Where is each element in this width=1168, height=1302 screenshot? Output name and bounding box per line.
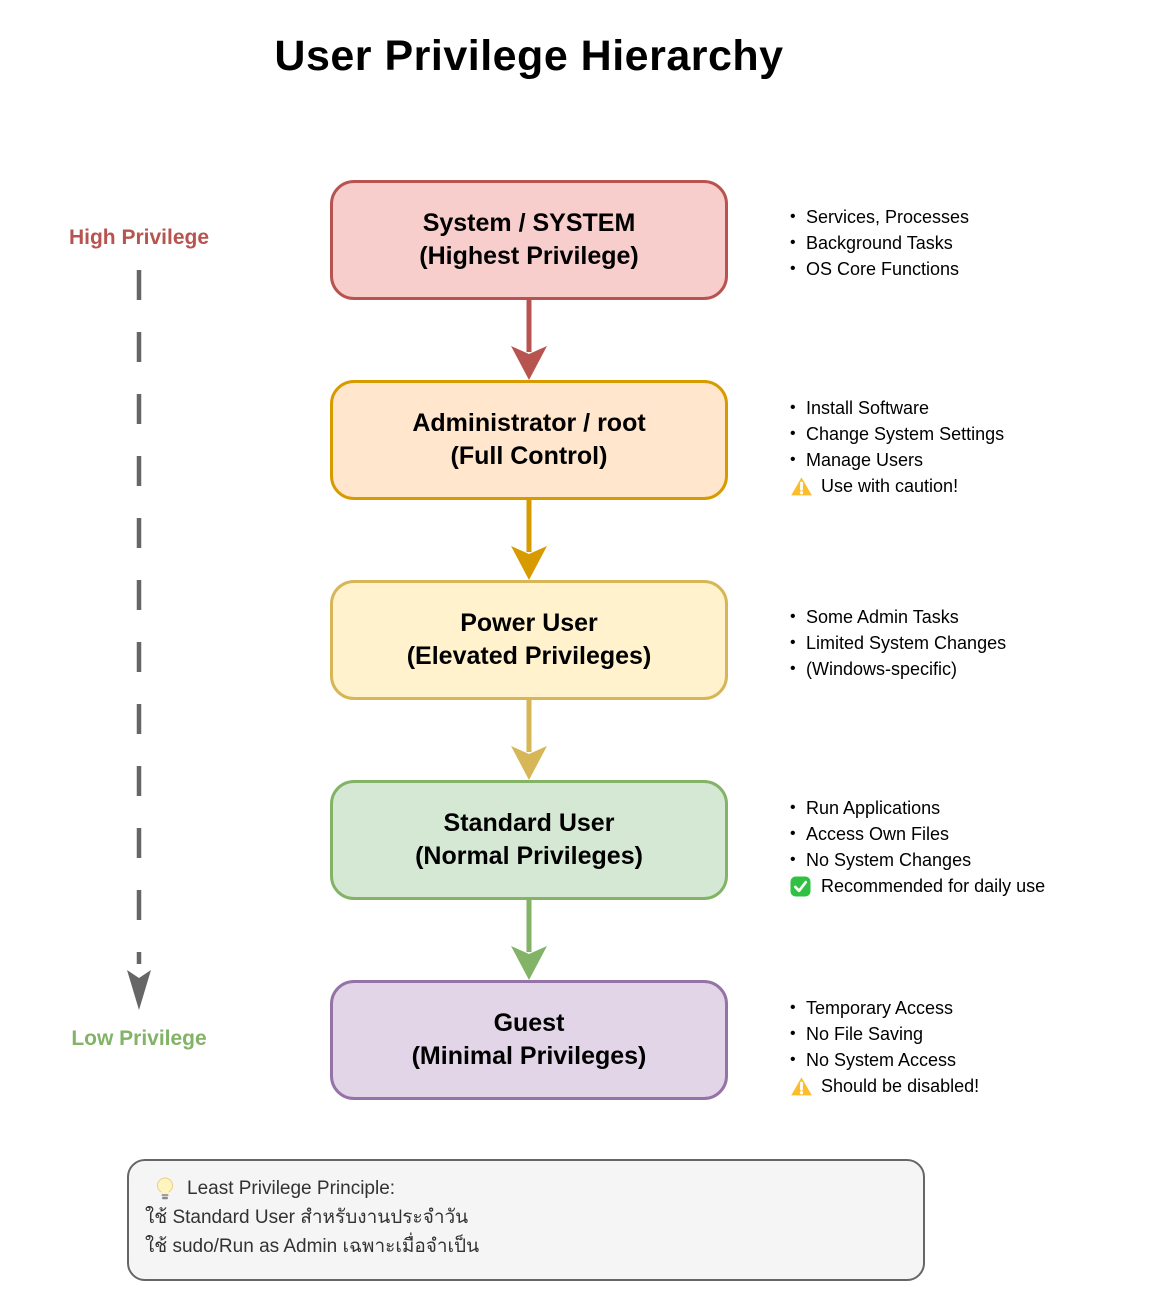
note-line-2: ใช้ Standard User สำหรับงานประจำวัน [145,1207,469,1228]
bullet-text: Limited System Changes [806,632,1007,653]
level-subtitle: (Normal Privileges) [415,842,643,870]
level-subtitle: (Elevated Privileges) [406,642,652,670]
list-item: • Services, Processes [790,204,969,230]
level-subtitle: (Minimal Privileges) [411,1042,647,1070]
list-item: • Run Applications [790,795,1045,821]
level-box-guest: Guest (Minimal Privileges) [330,980,728,1100]
bullet-dot: • [790,999,796,1016]
bullet-dot: • [790,260,796,277]
list-item: • No System Access [790,1047,979,1073]
bullet-text: OS Core Functions [806,258,960,279]
bullet-dot: • [790,234,796,251]
bullet-text: Change System Settings [806,423,1005,444]
lightbulb-icon [157,1177,173,1199]
check-icon [790,875,811,897]
list-item: • OS Core Functions [790,256,969,282]
arrow-system-to-admin [511,300,547,380]
list-item: • (Windows-specific) [790,656,1006,682]
level-box-administrator: Administrator / root (Full Control) [330,380,728,500]
level-box-poweruser: Power User (Elevated Privileges) [330,580,728,700]
bullet-text: Some Admin Tasks [806,606,959,627]
bullet-text: Run Applications [806,797,941,818]
list-item: • No System Changes [790,847,1045,873]
level-name: Standard User [443,809,615,837]
level-name: System / SYSTEM [422,209,636,237]
bullet-text: Should be disabled! [821,1075,980,1096]
bullet-text: No System Access [806,1049,957,1070]
note-title-line: Least Privilege Principle: [145,1174,903,1203]
bullet-dot: • [790,799,796,816]
arrow-admin-to-poweruser [511,500,547,580]
level-name: Administrator / root [412,409,646,437]
bullet-text: No File Saving [806,1023,924,1044]
list-item: Recommended for daily use [790,873,1045,899]
standarduser-bullet-list: • Run Applications • Access Own Files • … [790,795,1045,899]
level-subtitle: (Highest Privilege) [419,242,639,270]
list-item: • Background Tasks [790,230,969,256]
arrow-poweruser-to-standard [511,700,547,780]
bullet-dot: • [790,1025,796,1042]
administrator-bullet-list: • Install Software • Change System Setti… [790,395,1004,499]
high-privilege-label: High Privilege [68,226,210,249]
arrowhead-icon [511,946,547,980]
list-item: Use with caution! [790,473,1004,499]
bullet-dot: • [790,825,796,842]
system-bullet-list: • Services, Processes • Background Tasks… [790,204,969,282]
bullet-dot: • [790,851,796,868]
low-privilege-label: Low Privilege [71,1027,207,1050]
least-privilege-note: Least Privilege Principle: ใช้ Standard … [127,1159,925,1281]
rail-arrowhead-icon [127,970,151,1010]
list-item: • No File Saving [790,1021,979,1047]
list-item: • Limited System Changes [790,630,1006,656]
bullet-dot: • [790,1051,796,1068]
page-title: User Privilege Hierarchy [274,32,784,80]
list-item: • Temporary Access [790,995,979,1021]
list-item: • Manage Users [790,447,1004,473]
arrowhead-icon [511,746,547,780]
bullet-dot: • [790,660,796,677]
privilege-rail-dashed-line [127,270,151,1010]
bullet-dot: • [790,425,796,442]
list-item: Should be disabled! [790,1073,979,1099]
note-line-3: ใช้ sudo/Run as Admin เฉพาะเมื่อจำเป็น [145,1236,480,1257]
level-name: Guest [493,1009,565,1037]
list-item: • Access Own Files [790,821,1045,847]
bullet-text: Temporary Access [806,997,954,1018]
level-name: Power User [460,609,598,637]
bullet-text: Access Own Files [806,823,950,844]
bullet-dot: • [790,451,796,468]
arrowhead-icon [511,546,547,580]
bullet-dot: • [790,634,796,651]
level-box-standarduser: Standard User (Normal Privileges) [330,780,728,900]
bullet-text: Manage Users [806,449,924,470]
warning-icon [791,1076,812,1095]
bullet-text: Recommended for daily use [821,875,1046,896]
list-item: • Install Software [790,395,1004,421]
list-item: • Change System Settings [790,421,1004,447]
poweruser-bullet-list: • Some Admin Tasks • Limited System Chan… [790,604,1006,682]
bullet-text: (Windows-specific) [806,658,958,679]
arrow-standard-to-guest [511,900,547,980]
bullet-text: Use with caution! [821,475,959,496]
list-item: • Some Admin Tasks [790,604,1006,630]
bullet-text: Background Tasks [806,232,953,253]
bullet-text: Install Software [806,397,930,418]
level-box-system: System / SYSTEM (Highest Privilege) [330,180,728,300]
bullet-dot: • [790,208,796,225]
bullet-text: Services, Processes [806,206,970,227]
arrowhead-icon [511,346,547,380]
warning-icon [791,476,812,495]
note-title: Least Privilege Principle: [187,1178,396,1199]
bullet-text: No System Changes [806,849,972,870]
bullet-dot: • [790,399,796,416]
level-subtitle: (Full Control) [450,442,608,470]
bullet-dot: • [790,608,796,625]
guest-bullet-list: • Temporary Access • No File Saving • No… [790,995,979,1099]
